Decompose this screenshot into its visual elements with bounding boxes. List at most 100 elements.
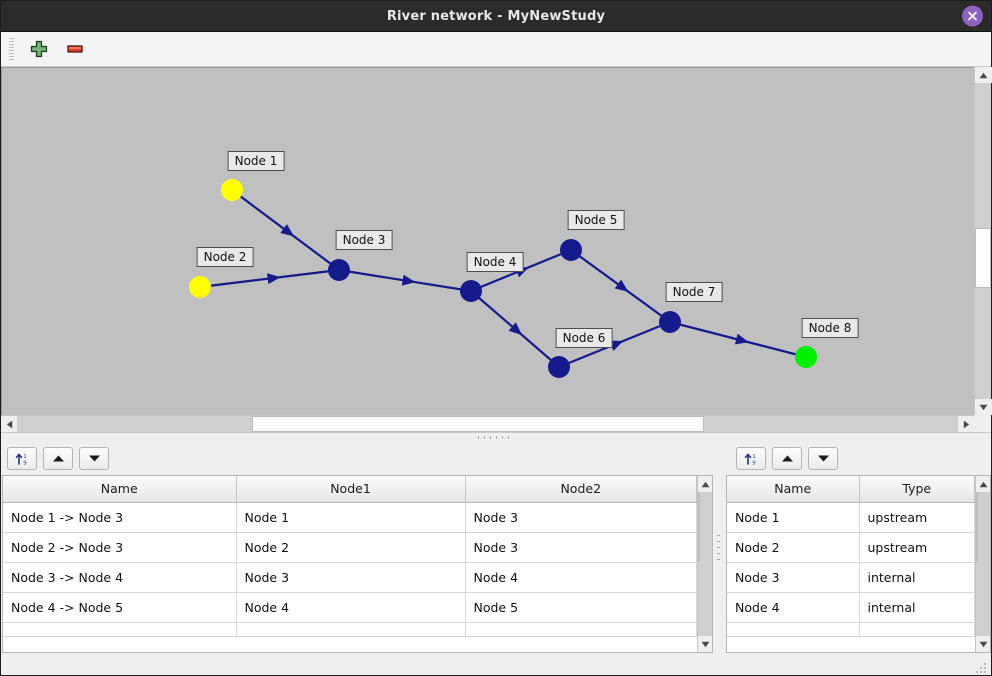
nodes-cell[interactable]: Node 3: [727, 562, 860, 593]
reaches-vertical-scrollbar[interactable]: [697, 475, 713, 653]
nodes-cell[interactable]: Node 1: [727, 502, 860, 533]
nodes-cell[interactable]: internal: [859, 562, 975, 593]
graph-node-node-5[interactable]: [560, 239, 582, 261]
nodes-move-up-button[interactable]: [772, 447, 802, 470]
reaches-cell[interactable]: Node 2 -> Node 3: [3, 532, 237, 563]
nodes-column-header[interactable]: Type: [859, 476, 975, 503]
reaches-column-header[interactable]: Name: [3, 476, 237, 503]
reaches-move-up-button[interactable]: [43, 447, 73, 470]
scroll-down-icon[interactable]: [975, 399, 992, 415]
window-title: River network - MyNewStudy: [386, 8, 606, 24]
reaches-cell[interactable]: Node 4 -> Node 5: [3, 592, 237, 623]
reaches-move-down-button[interactable]: [79, 447, 109, 470]
svg-text:1: 1: [23, 454, 27, 460]
reaches-cell[interactable]: Node 3: [236, 562, 466, 593]
graph-node-node-8[interactable]: [795, 346, 817, 368]
nodes-column-header[interactable]: Name: [727, 476, 860, 503]
scroll-down-icon[interactable]: [698, 636, 712, 652]
reaches-cell[interactable]: Node 3: [465, 502, 697, 533]
reaches-cell[interactable]: Node 3 -> Node 4: [3, 562, 237, 593]
nodes-vertical-scrollbar[interactable]: [975, 475, 991, 653]
network-diagram-canvas[interactable]: Node 1 Node 2 Node 3 Node 4 Node 5 Node 6 Node…: [1, 67, 974, 415]
edge-arrow-icon: [508, 322, 523, 336]
node-label-node-4[interactable]: Node 4: [466, 252, 524, 272]
scroll-up-icon[interactable]: [698, 476, 712, 492]
graph-node-node-2[interactable]: [189, 276, 211, 298]
svg-text:1: 1: [752, 454, 756, 460]
reaches-cell[interactable]: Node 4: [465, 562, 697, 593]
node-label-node-2[interactable]: Node 2: [196, 247, 254, 267]
nodes-cell-empty[interactable]: [859, 622, 975, 637]
graph-hscroll-thumb[interactable]: [252, 416, 704, 432]
node-label-node-7[interactable]: Node 7: [665, 282, 723, 302]
scroll-up-icon[interactable]: [976, 476, 990, 492]
nodes-vscroll-thumb[interactable]: [976, 492, 978, 562]
node-label-node-8[interactable]: Node 8: [801, 318, 859, 338]
nodes-cell[interactable]: upstream: [859, 532, 975, 563]
reaches-cell[interactable]: Node 2: [236, 532, 466, 563]
reaches-column-header[interactable]: Node2: [465, 476, 697, 503]
reaches-cell-empty[interactable]: [3, 622, 237, 637]
nodes-sort-button[interactable]: 1 9: [736, 447, 766, 470]
close-icon[interactable]: [962, 5, 983, 27]
nodes-cell-empty[interactable]: [727, 622, 860, 637]
vertical-splitter[interactable]: [713, 442, 724, 653]
table-row-empty[interactable]: [727, 622, 975, 637]
graph-node-node-3[interactable]: [328, 259, 350, 281]
nodes-cell[interactable]: Node 4: [727, 592, 860, 623]
nodes-cell[interactable]: Node 2: [727, 532, 860, 563]
graph-hscroll-track[interactable]: [17, 416, 958, 432]
splitter-grip-icon: [478, 436, 514, 439]
add-plus-icon[interactable]: [28, 38, 50, 60]
graph-vertical-scrollbar[interactable]: [974, 67, 992, 415]
graph-node-node-6[interactable]: [548, 356, 570, 378]
reaches-cell[interactable]: Node 5: [465, 592, 697, 623]
remove-minus-icon[interactable]: [64, 38, 86, 60]
resize-grip-icon[interactable]: [976, 661, 988, 673]
node-label-node-1[interactable]: Node 1: [227, 151, 285, 171]
graph-horizontal-scrollbar[interactable]: [1, 415, 974, 433]
graph-node-node-1[interactable]: [221, 179, 243, 201]
reaches-column-header[interactable]: Node1: [236, 476, 466, 503]
scroll-right-icon[interactable]: [958, 416, 974, 433]
reaches-vscroll-track[interactable]: [698, 492, 712, 636]
reaches-cell[interactable]: Node 3: [465, 532, 697, 563]
scroll-left-icon[interactable]: [1, 416, 17, 433]
table-row-empty[interactable]: [3, 622, 697, 637]
graph-vscroll-track[interactable]: [975, 83, 991, 399]
graph-vscroll-thumb[interactable]: [975, 228, 991, 289]
graph-node-node-7[interactable]: [659, 311, 681, 333]
reaches-cell-empty[interactable]: [236, 622, 466, 637]
reaches-cell[interactable]: Node 1 -> Node 3: [3, 502, 237, 533]
status-bar: [1, 653, 991, 675]
reaches-cell[interactable]: Node 4: [236, 592, 466, 623]
reaches-toolbar: 1 9: [1, 442, 713, 475]
reaches-cell-empty[interactable]: [465, 622, 697, 637]
nodes-cell[interactable]: internal: [859, 592, 975, 623]
node-label-node-5[interactable]: Node 5: [567, 210, 625, 230]
reaches-vscroll-thumb[interactable]: [698, 492, 700, 562]
nodes-cell[interactable]: upstream: [859, 502, 975, 533]
node-label-node-6[interactable]: Node 6: [555, 328, 613, 348]
reaches-sort-button[interactable]: 1 9: [7, 447, 37, 470]
nodes-vscroll-track[interactable]: [976, 492, 990, 636]
scroll-up-icon[interactable]: [975, 67, 992, 83]
toolbar-grip[interactable]: [9, 38, 14, 60]
reaches-cell[interactable]: Node 1: [236, 502, 466, 533]
scroll-down-icon[interactable]: [976, 636, 990, 652]
horizontal-splitter[interactable]: [1, 432, 991, 442]
node-label-node-3[interactable]: Node 3: [335, 230, 393, 250]
graph-node-node-4[interactable]: [460, 280, 482, 302]
nodes-move-down-button[interactable]: [808, 447, 838, 470]
